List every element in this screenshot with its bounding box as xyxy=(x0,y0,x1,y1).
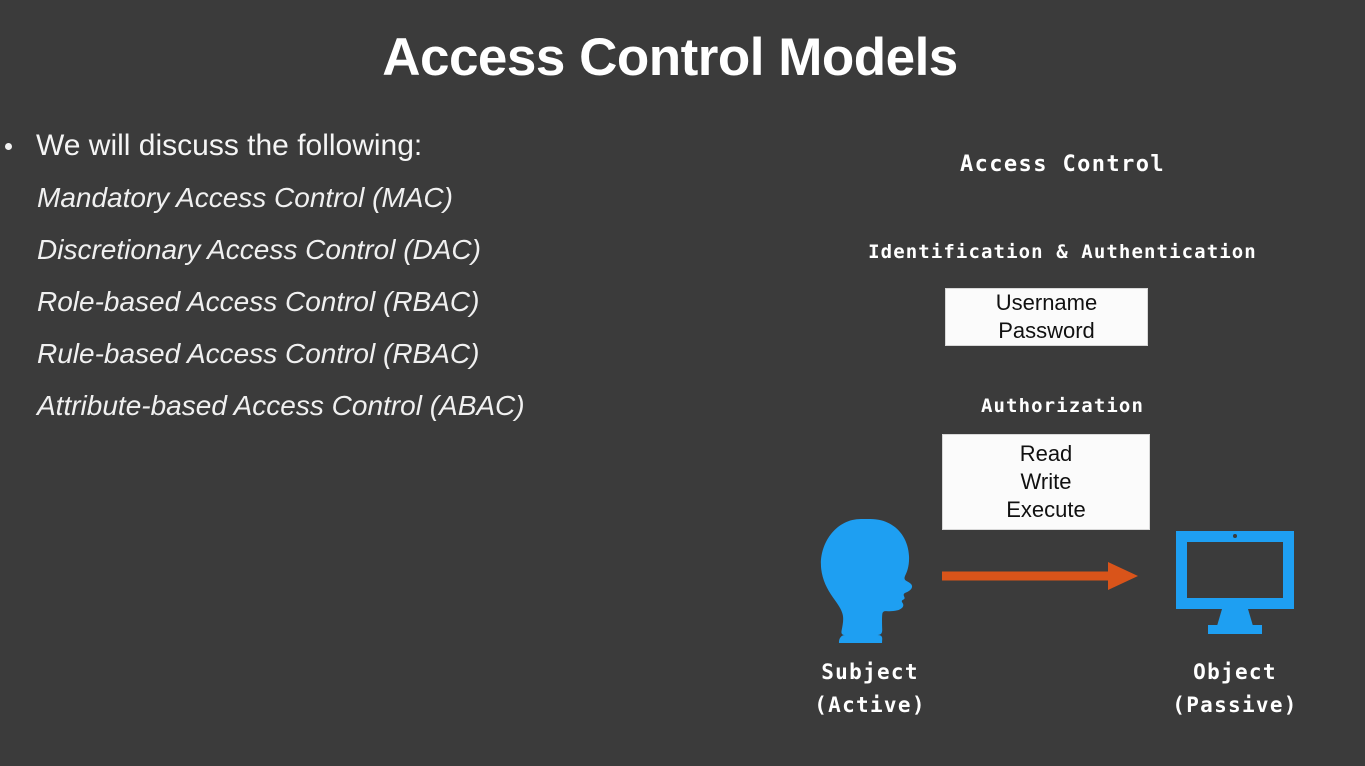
permission-write-label: Write xyxy=(1020,469,1072,494)
object-caption: Object (Passive) xyxy=(1135,656,1335,722)
credentials-password-label: Password xyxy=(998,318,1095,343)
bullet-list: We will discuss the following: Mandatory… xyxy=(0,120,640,432)
object-caption-line1: Object xyxy=(1193,660,1277,684)
permissions-box: Read Write Execute xyxy=(942,434,1150,530)
credentials-username-label: Username xyxy=(995,290,1098,315)
subject-caption-line1: Subject xyxy=(821,660,919,684)
credentials-box: Username Password xyxy=(945,288,1148,346)
list-item-label: Role-based Access Control (RBAC) xyxy=(37,286,480,317)
permission-execute-label: Execute xyxy=(1006,497,1086,522)
list-item: Attribute-based Access Control (ABAC) xyxy=(0,380,640,432)
list-item: Mandatory Access Control (MAC) xyxy=(0,172,640,224)
subject-head-icon xyxy=(820,519,913,643)
bullet-lead-row: We will discuss the following: xyxy=(0,120,640,172)
list-item-label: Discretionary Access Control (DAC) xyxy=(37,234,481,265)
list-item: Rule-based Access Control (RBAC) xyxy=(0,328,640,380)
list-item-label: Mandatory Access Control (MAC) xyxy=(37,182,453,213)
permission-read-label: Read xyxy=(1019,441,1073,466)
subject-caption-line2: (Active) xyxy=(814,693,926,717)
object-monitor-icon xyxy=(1176,531,1294,634)
access-control-diagram: Access Control Identification & Authenti… xyxy=(760,0,1365,766)
subject-caption: Subject (Active) xyxy=(770,656,970,722)
access-arrow-icon xyxy=(942,562,1138,590)
list-item: Discretionary Access Control (DAC) xyxy=(0,224,640,276)
object-caption-line2: (Passive) xyxy=(1172,693,1298,717)
list-item: Role-based Access Control (RBAC) xyxy=(0,276,640,328)
page-title: Access Control Models xyxy=(382,28,958,87)
bullet-lead-text: We will discuss the following: xyxy=(36,129,423,162)
diagram-heading: Access Control xyxy=(959,152,1166,177)
list-item-label: Attribute-based Access Control (ABAC) xyxy=(37,390,525,421)
bullet-dot-icon xyxy=(5,143,12,150)
identification-label: Identification & Authentication xyxy=(868,241,1257,263)
authorization-label: Authorization xyxy=(980,395,1144,417)
list-item-label: Rule-based Access Control (RBAC) xyxy=(37,338,480,369)
